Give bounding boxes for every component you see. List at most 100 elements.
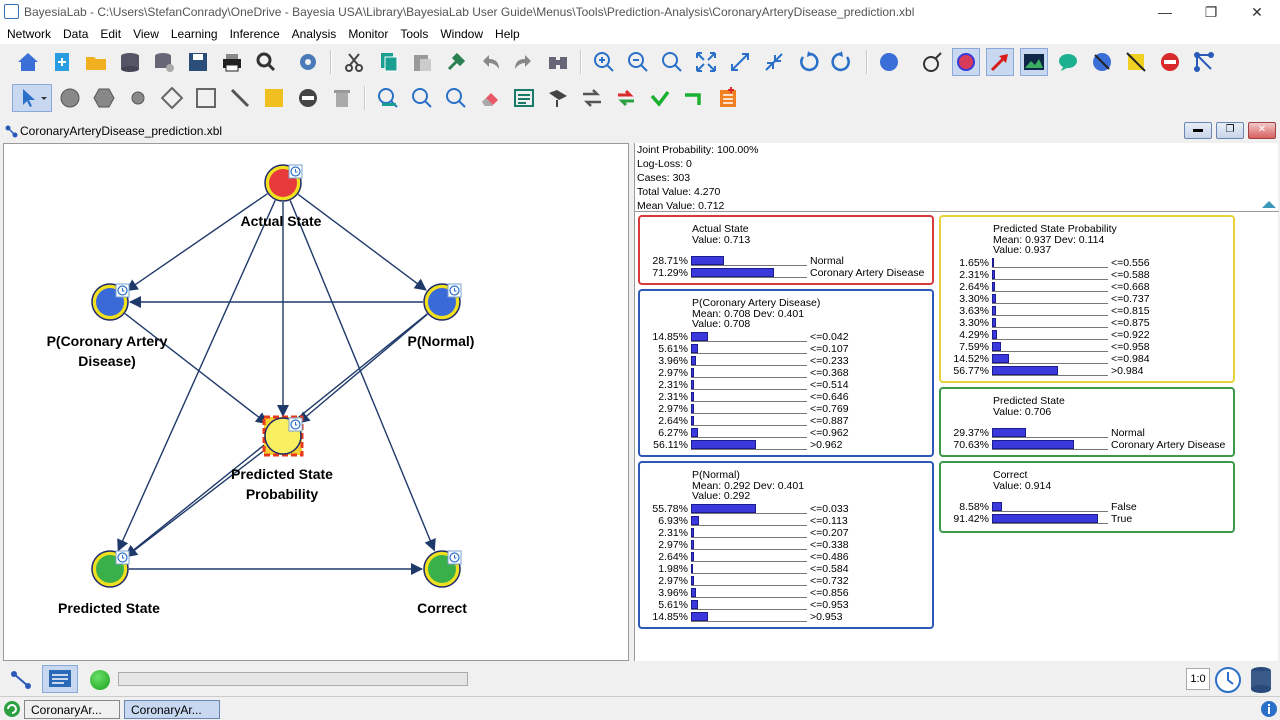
- arc-actual-to-pnormal[interactable]: [297, 193, 427, 291]
- menu-tools[interactable]: Tools: [400, 27, 429, 41]
- arc-actual-to-correct[interactable]: [289, 200, 436, 552]
- monitor-state-row[interactable]: 56.77%>0.984: [941, 365, 1233, 377]
- zoom-search-icon[interactable]: [252, 48, 280, 76]
- clock-icon[interactable]: [1214, 666, 1242, 694]
- monitor-state-row[interactable]: 29.37%Normal: [941, 427, 1233, 439]
- menu-help[interactable]: Help: [495, 27, 520, 41]
- monitor-state-row[interactable]: 2.97%<=0.769: [640, 403, 932, 415]
- monitor-state-row[interactable]: 2.31%<=0.588: [941, 269, 1233, 281]
- zoom-out-icon[interactable]: [624, 48, 652, 76]
- monitor-state-row[interactable]: 3.96%<=0.856: [640, 587, 932, 599]
- menu-inference[interactable]: Inference: [229, 27, 280, 41]
- node-pnormal[interactable]: P(Normal): [408, 283, 475, 349]
- settings-gear-icon[interactable]: [294, 48, 322, 76]
- paste-icon[interactable]: [408, 48, 436, 76]
- monitor-state-row[interactable]: 1.65%<=0.556: [941, 257, 1233, 269]
- zoom-select-icon[interactable]: [442, 84, 470, 112]
- save-icon[interactable]: [184, 48, 212, 76]
- monitor-state-row[interactable]: 70.63%Coronary Artery Disease: [941, 439, 1233, 451]
- cut-scissors-icon[interactable]: [340, 48, 368, 76]
- check-icon[interactable]: [646, 84, 674, 112]
- monitor-state-row[interactable]: 6.93%<=0.113: [640, 515, 932, 527]
- monitor-state-row[interactable]: 3.30%<=0.737: [941, 293, 1233, 305]
- zoom-area-icon[interactable]: [374, 84, 402, 112]
- comment-icon[interactable]: [1054, 48, 1082, 76]
- rotate-right-icon[interactable]: [828, 48, 856, 76]
- monitor-state-row[interactable]: 3.30%<=0.875: [941, 317, 1233, 329]
- menu-view[interactable]: View: [133, 27, 159, 41]
- monitor-state-row[interactable]: 5.61%<=0.953: [640, 599, 932, 611]
- monitor-state-row[interactable]: 91.42%True: [941, 513, 1233, 525]
- expand-icon[interactable]: [726, 48, 754, 76]
- database-icon[interactable]: [116, 48, 144, 76]
- flag-icon[interactable]: [544, 84, 572, 112]
- arc-tool-icon[interactable]: [226, 84, 254, 112]
- new-file-icon[interactable]: [48, 48, 76, 76]
- arc-psp-to-pstate[interactable]: [125, 447, 269, 558]
- list-check-icon[interactable]: [510, 84, 538, 112]
- diamond-node-icon[interactable]: [158, 84, 186, 112]
- corner-icon[interactable]: [680, 84, 708, 112]
- monitor-state-row[interactable]: 2.31%<=0.207: [640, 527, 932, 539]
- eraser-icon[interactable]: [476, 84, 504, 112]
- info-icon[interactable]: [1260, 700, 1278, 718]
- monitor-state-row[interactable]: 5.61%<=0.107: [640, 343, 932, 355]
- monitor-state-row[interactable]: 14.85%>0.953: [640, 611, 932, 623]
- monitor-state-row[interactable]: 2.64%<=0.668: [941, 281, 1233, 293]
- node-pcad[interactable]: P(Coronary ArteryDisease): [47, 283, 168, 369]
- monitor-state-row[interactable]: 4.29%<=0.922: [941, 329, 1233, 341]
- collapse-icon[interactable]: [760, 48, 788, 76]
- menu-data[interactable]: Data: [63, 27, 89, 41]
- collapse-arrow-icon[interactable]: [1261, 199, 1277, 209]
- print-icon[interactable]: [218, 48, 246, 76]
- home-icon[interactable]: [14, 48, 42, 76]
- menu-window[interactable]: Window: [440, 27, 484, 41]
- node-style-icon[interactable]: [876, 48, 904, 76]
- arc-pnormal-to-psp[interactable]: [297, 313, 428, 424]
- menu-network[interactable]: Network: [7, 27, 52, 41]
- monitor-state-row[interactable]: 2.97%<=0.732: [640, 575, 932, 587]
- undo-icon[interactable]: [476, 48, 504, 76]
- node-correct[interactable]: Correct: [417, 550, 467, 616]
- exchange-icon[interactable]: [612, 84, 640, 112]
- minimize-button[interactable]: —: [1158, 4, 1172, 20]
- doc-minimize-button[interactable]: ▬: [1184, 122, 1212, 139]
- fit-window-icon[interactable]: [692, 48, 720, 76]
- menu-edit[interactable]: Edit: [100, 27, 122, 41]
- monitor-state-row[interactable]: 71.29%Coronary Artery Disease: [640, 267, 932, 279]
- network-graph-icon[interactable]: [1190, 48, 1218, 76]
- remove-icon[interactable]: [294, 84, 322, 112]
- node-pstate[interactable]: Predicted State: [58, 550, 160, 616]
- rotate-left-icon[interactable]: [794, 48, 822, 76]
- node-actual[interactable]: Actual State: [241, 164, 322, 229]
- monitor-state-row[interactable]: 2.64%<=0.887: [640, 415, 932, 427]
- monitor-state-row[interactable]: 7.59%<=0.958: [941, 341, 1233, 353]
- task-window-1[interactable]: CoronaryAr...: [24, 700, 120, 719]
- zoom-default-icon[interactable]: [658, 48, 686, 76]
- node-info-icon[interactable]: [918, 48, 946, 76]
- close-button[interactable]: ✕: [1251, 4, 1263, 20]
- note-blocked-icon[interactable]: [1122, 48, 1150, 76]
- chart-image-icon[interactable]: [1020, 48, 1048, 76]
- monitor-state-row[interactable]: 28.71%Normal: [640, 255, 932, 267]
- monitor-state-row[interactable]: 55.78%<=0.033: [640, 503, 932, 515]
- monitor-state-row[interactable]: 2.64%<=0.486: [640, 551, 932, 563]
- monitor-state-row[interactable]: 1.98%<=0.584: [640, 563, 932, 575]
- arc-pcad-to-psp[interactable]: [124, 313, 268, 425]
- monitor-state-row[interactable]: 3.63%<=0.815: [941, 305, 1233, 317]
- zoom-fit-icon[interactable]: [408, 84, 436, 112]
- monitor-pcad[interactable]: P(Coronary Artery Disease)Mean: 0.708 De…: [638, 289, 934, 457]
- monitor-state-row[interactable]: 3.96%<=0.233: [640, 355, 932, 367]
- trash-icon[interactable]: [328, 84, 356, 112]
- restore-button[interactable]: ❐: [1204, 4, 1218, 20]
- menu-learning[interactable]: Learning: [170, 27, 218, 41]
- zoom-in-icon[interactable]: [590, 48, 618, 76]
- monitor-state-row[interactable]: 14.85%<=0.042: [640, 331, 932, 343]
